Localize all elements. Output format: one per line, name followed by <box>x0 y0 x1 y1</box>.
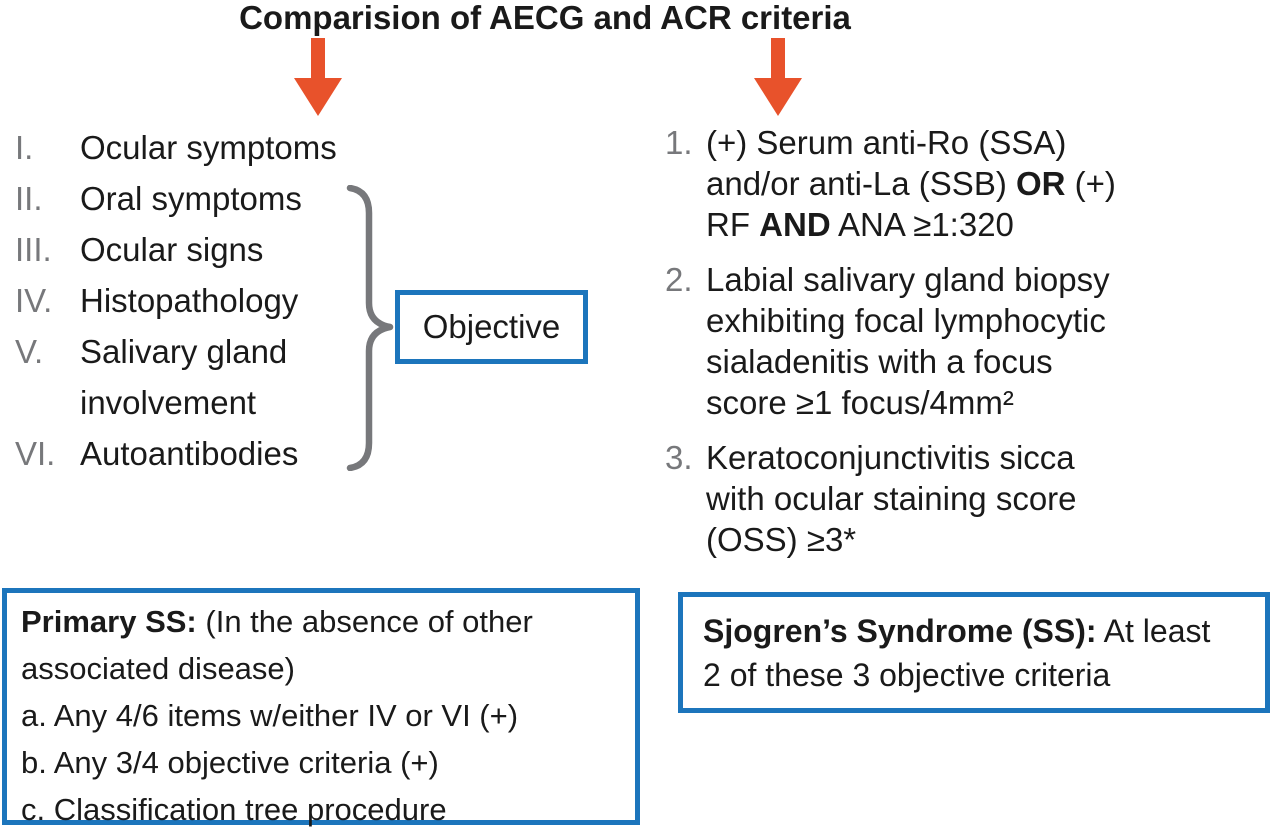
list-item-number: VI. <box>15 435 56 472</box>
list-item-number: IV. <box>15 282 53 319</box>
objective-label: Objective <box>422 308 561 345</box>
figure-title: Comparision of AECG and ACR criteria <box>239 0 851 36</box>
list-item: I. Ocular symptoms <box>15 122 385 173</box>
list-item: III. Ocular signs <box>15 224 385 275</box>
list-item-number: 2. <box>665 261 693 298</box>
list-item: IV. Histopathology <box>15 275 385 326</box>
down-arrow-icon <box>754 38 802 116</box>
list-item-text: Histopathology <box>80 282 299 319</box>
list-item-number: 1. <box>665 124 693 161</box>
right-curly-brace-icon <box>346 185 394 471</box>
acr-criteria-list: 1. (+) Serum anti-Ro (SSA)and/or anti-La … <box>665 122 1225 574</box>
list-item: 1. (+) Serum anti-Ro (SSA)and/or anti-La … <box>665 122 1225 245</box>
list-item: VI. Autoantibodies <box>15 428 385 479</box>
list-item: II. Oral symptoms <box>15 173 385 224</box>
down-arrow-icon <box>294 38 342 116</box>
list-item-text: Oral symptoms <box>80 180 302 217</box>
list-item-text: Ocular signs <box>80 231 264 268</box>
list-item-text: Ocular symptoms <box>80 129 337 166</box>
list-item-text: (+) Serum anti-Ro (SSA)and/or anti-La (S… <box>706 124 1116 243</box>
list-item-number: V. <box>15 333 44 370</box>
list-item-text: Autoantibodies <box>80 435 299 472</box>
list-item-number: 3. <box>665 439 693 476</box>
list-item-number: I. <box>15 129 34 166</box>
objective-box: Objective <box>395 290 588 364</box>
list-item-number: III. <box>15 231 52 268</box>
list-item-number: II. <box>15 180 43 217</box>
